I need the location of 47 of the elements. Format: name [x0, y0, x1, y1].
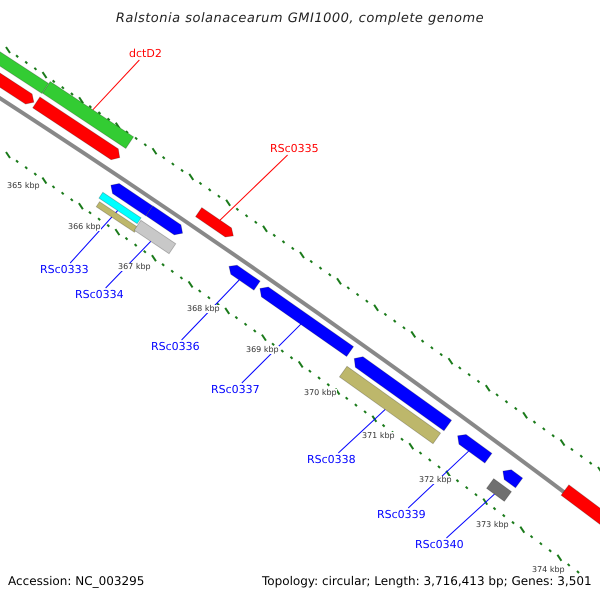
leader-line [70, 210, 118, 264]
tick-label: 374 kbp [532, 566, 565, 574]
tick-label: 373 kbp [476, 521, 509, 529]
gene-feature [338, 366, 442, 444]
gene-label: RSc0338 [307, 454, 356, 465]
gene-label: RSc0334 [75, 289, 124, 300]
gene-feature [146, 205, 184, 236]
gene-feature [560, 484, 600, 526]
gene-feature [502, 469, 524, 488]
gene-feature [0, 50, 49, 94]
gene-label: RSc0335 [270, 143, 319, 154]
leader-line [241, 324, 302, 384]
gene-feature [42, 80, 134, 150]
gene-label: RSc0336 [151, 341, 200, 352]
tick-label: 369 kbp [246, 346, 279, 354]
gene-feature [486, 478, 512, 502]
leader-line [92, 60, 140, 110]
tick-label: 367 kbp [118, 263, 151, 271]
gene-feature [110, 183, 153, 216]
tick-label: 371 kbp [362, 432, 395, 440]
leader-line [181, 280, 240, 340]
gene-feature [259, 286, 354, 357]
gene-feature [195, 207, 234, 238]
footer-text: Accession: NC_003295 [8, 575, 144, 587]
tick-label: 368 kbp [187, 305, 220, 313]
gene-label: RSc0337 [211, 384, 260, 395]
gene-feature [98, 192, 142, 224]
gene-feature [0, 72, 34, 104]
gene-feature [354, 356, 452, 432]
leader-line [408, 450, 470, 508]
gene-label: RSc0339 [377, 509, 426, 520]
leader-line [220, 154, 288, 221]
gene-label: dctD2 [129, 48, 162, 59]
leader-line [446, 494, 495, 538]
footer-text: Topology: circular; Length: 3,716,413 bp; Genes: 3,501 [262, 575, 592, 587]
leader-line [338, 409, 386, 454]
gene-label: RSc0340 [415, 539, 464, 550]
gene-feature [457, 434, 492, 464]
gene-feature [228, 264, 261, 291]
tick-label: 365 kbp [7, 182, 40, 190]
tick-label: 370 kbp [304, 389, 337, 397]
title: Ralstonia solanacearum GMI1000, complete genome [114, 12, 486, 25]
gene-label: RSc0333 [40, 264, 89, 275]
tick-label: 372 kbp [419, 476, 452, 484]
tick-label: 366 kbp [68, 223, 101, 231]
gene-feature [32, 96, 120, 160]
gene-feature [134, 220, 176, 254]
